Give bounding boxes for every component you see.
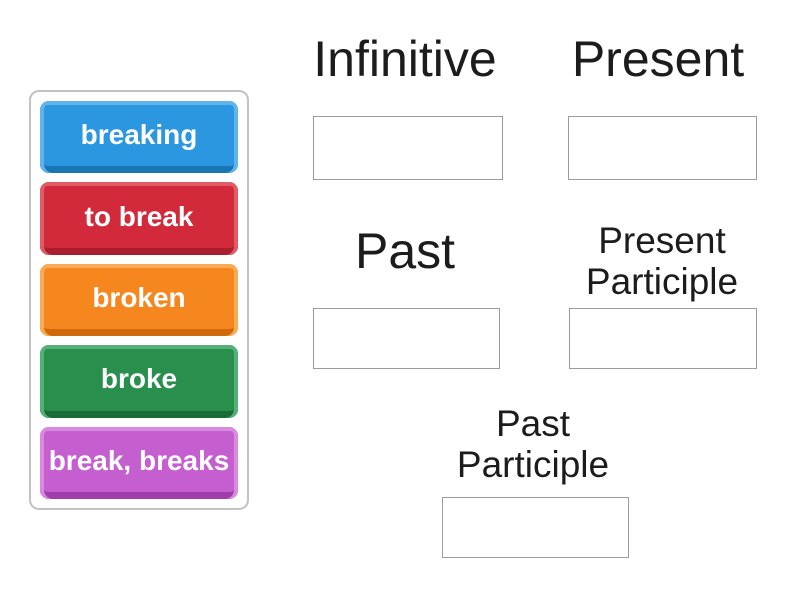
dropzone-present-participle[interactable] [569,308,757,369]
group-label-past: Past [354,222,456,279]
tile-label: broke [100,363,178,395]
tile-break-breaks[interactable]: break, breaks [40,426,238,500]
tile-label: broken [92,282,186,314]
tile-tray: breaking to break broken broke break, br… [29,90,249,510]
tile-broke[interactable]: broke [40,345,238,418]
tile-label: break, breaks [48,444,230,476]
group-label-present: Present [571,30,745,87]
tile-breaking[interactable]: breaking [40,101,238,174]
group-label-infinitive: Infinitive [313,30,497,87]
dropzone-present[interactable] [568,116,757,180]
dropzone-past-participle[interactable] [442,497,629,558]
group-label-past-participle: Past Participle [456,403,610,485]
dropzone-past[interactable] [313,308,500,369]
dropzone-infinitive[interactable] [313,116,503,180]
tile-to-break[interactable]: to break [40,182,238,255]
group-label-present-participle: Present Participle [585,220,739,302]
tile-label: breaking [80,119,198,151]
tile-label: to break [84,200,194,232]
tile-broken[interactable]: broken [40,263,238,337]
